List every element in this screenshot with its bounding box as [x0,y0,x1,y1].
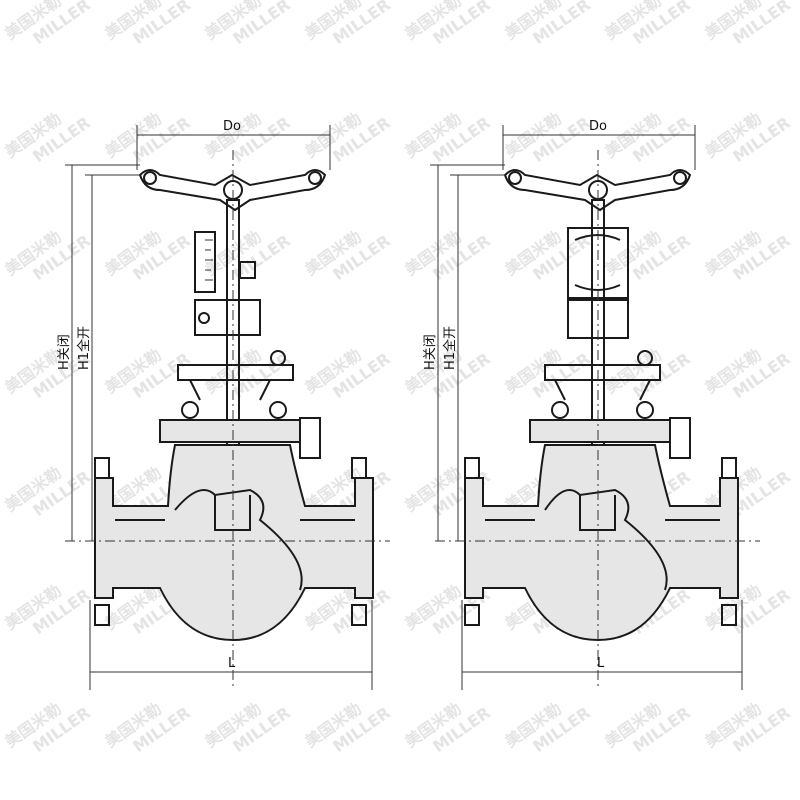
right-h-closed-label: H关闭 [423,334,438,370]
left-h1-open-label: H1全开 [76,326,92,370]
right-do-label: Do [589,119,607,134]
left-do-label: Do [223,119,241,134]
left-handwheel [138,169,327,212]
left-h-closed-label: H关闭 [57,334,72,370]
left-l-label: L [228,656,236,671]
right-l-label: L [597,656,605,671]
right-valve: Do L H关闭 H1全开 [423,119,760,690]
left-valve-body [94,444,374,642]
left-valve: Do L H关闭 H1全开 [57,119,390,690]
right-h1-open-label: H1全开 [442,326,458,370]
right-valve-body [464,444,739,642]
